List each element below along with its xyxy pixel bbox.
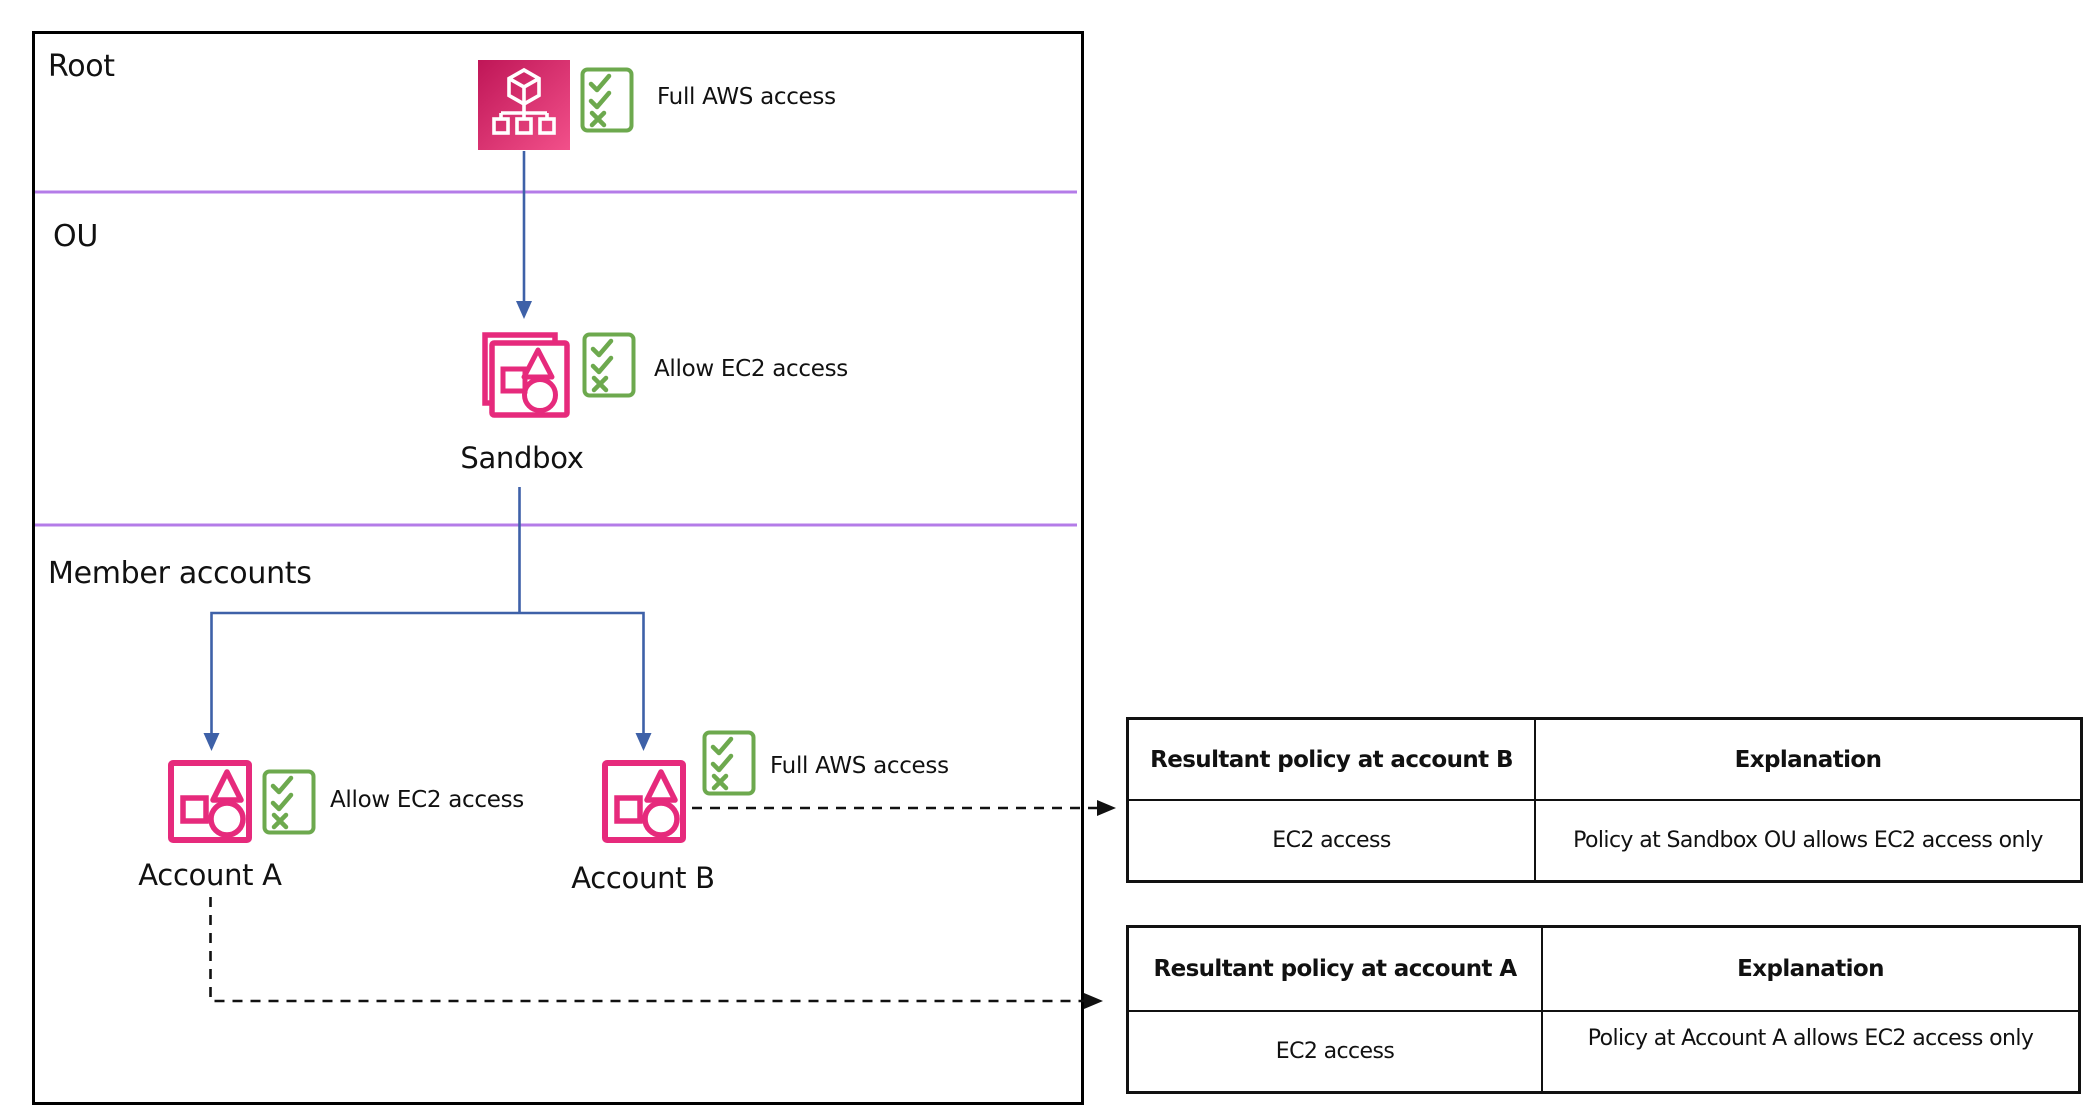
- policy-checklist-icon-root: [580, 67, 634, 133]
- resultant-policy-table-account-b: Resultant policy at account B Explanatio…: [1126, 717, 2083, 883]
- organizational-unit-icon: [478, 328, 570, 418]
- table-b-cell-explanation: Policy at Sandbox OU allows EC2 access o…: [1534, 799, 2080, 880]
- account-a-icon: [168, 760, 252, 843]
- table-a-header-explanation: Explanation: [1541, 928, 2078, 1010]
- table-a-header-resultant-policy: Resultant policy at account A: [1153, 956, 1517, 982]
- table-b-header-explanation: Explanation: [1534, 720, 2080, 799]
- resultant-policy-table-account-a: Resultant policy at account A Explanatio…: [1126, 925, 2081, 1094]
- root-policy-label: Full AWS access: [657, 84, 836, 110]
- section-label-ou: OU: [53, 219, 98, 254]
- account-b-label: Account B: [571, 861, 715, 895]
- table-b-cell-policy: EC2 access: [1129, 799, 1534, 880]
- account-b-icon: [602, 760, 686, 843]
- section-label-member-accounts: Member accounts: [48, 556, 312, 591]
- policy-checklist-icon-ou: [582, 332, 636, 398]
- section-label-root: Root: [48, 49, 115, 84]
- account-a-label: Account A: [138, 858, 282, 892]
- ou-policy-label: Allow EC2 access: [654, 356, 848, 382]
- sandbox-label: Sandbox: [460, 441, 584, 475]
- dashed-arrowhead-account-a: [1084, 993, 1103, 1009]
- table-a-cell-policy: EC2 access: [1129, 1010, 1541, 1091]
- account-a-policy-label: Allow EC2 access: [330, 787, 524, 813]
- account-b-policy-label: Full AWS access: [770, 753, 949, 779]
- policy-checklist-icon-account-a: [262, 769, 316, 835]
- aws-organizations-icon: [478, 60, 570, 150]
- policy-checklist-icon-account-b: [702, 730, 756, 796]
- table-a-cell-explanation: Policy at Account A allows EC2 access on…: [1541, 1010, 2078, 1091]
- table-b-header-resultant-policy: Resultant policy at account B: [1150, 746, 1513, 773]
- dashed-arrowhead-account-b: [1097, 800, 1116, 816]
